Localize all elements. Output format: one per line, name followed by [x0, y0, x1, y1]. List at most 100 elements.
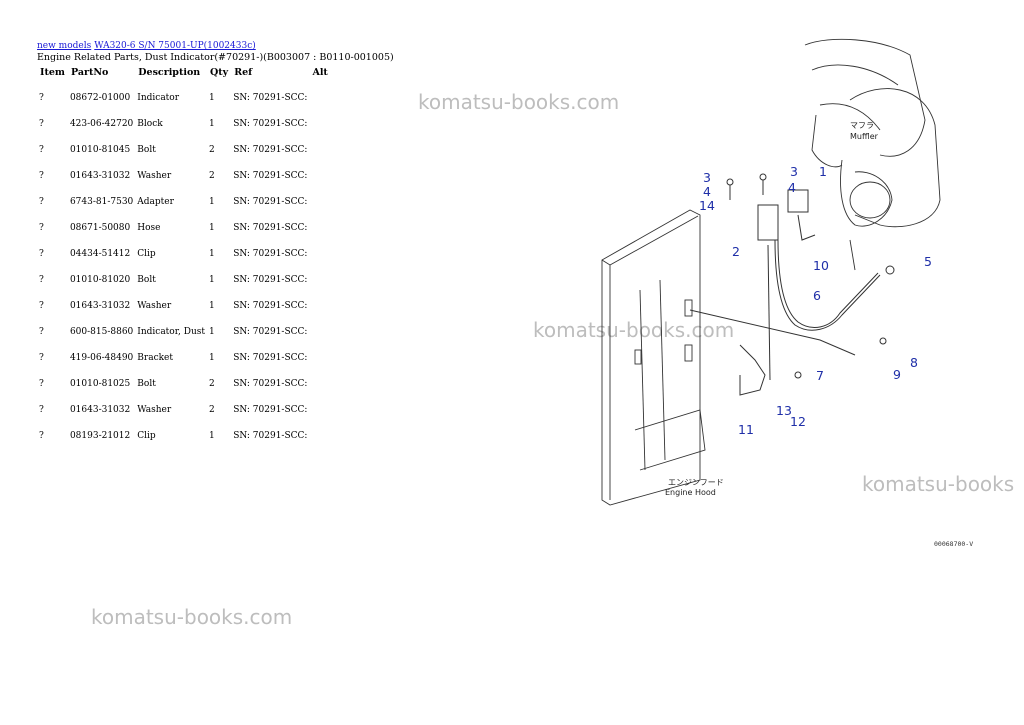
callout-9: 9	[893, 367, 901, 382]
cell-partno: 08193-21012	[69, 431, 131, 441]
cell-partno: 01010-81020	[69, 275, 131, 285]
cell-item: ?	[39, 405, 44, 415]
cell-alt	[309, 85, 330, 111]
cell-description: Adapter	[137, 197, 174, 207]
cell-description: Clip	[137, 249, 156, 259]
muffler-en-label: Muffler	[850, 132, 879, 141]
cell-qty: 2	[209, 145, 215, 155]
header-alt: Alt	[312, 67, 328, 78]
table-header-row: Item PartNo Description Qty Ref Alt	[37, 65, 331, 85]
cell-qty: 1	[209, 119, 215, 129]
cell-ref: SN: 70291-SCC:	[233, 404, 308, 415]
cell-ref: SN: 70291-SCC:	[233, 248, 308, 259]
cell-ref: SN: 70291-SCC:	[233, 378, 308, 389]
cell-partno: 419-06-48490	[69, 353, 134, 363]
callout-10: 10	[813, 258, 829, 273]
cell-item: ?	[39, 119, 44, 129]
header-description: Description	[138, 67, 201, 78]
muffler-jp-label: マフラ	[850, 121, 874, 130]
parts-panel: new models WA320-6 S/N 75001-UP(1002433c…	[37, 40, 394, 449]
cell-item: ?	[39, 197, 44, 207]
watermark: komatsu-books.com	[91, 605, 293, 629]
callout-13: 13	[776, 403, 792, 418]
cell-partno: 6743-81-7530	[69, 197, 134, 207]
header-ref: Ref	[234, 67, 253, 78]
callout-4: 4	[703, 184, 711, 199]
cell-partno: 600-815-8860	[69, 327, 134, 337]
callout-5: 5	[924, 254, 932, 269]
cell-alt	[309, 111, 330, 137]
cell-qty: 1	[209, 249, 215, 259]
callout-8: 8	[910, 355, 918, 370]
cell-description: Block	[137, 119, 163, 129]
cell-ref: SN: 70291-SCC:	[233, 118, 308, 129]
table-row: ? 01643-31032 Washer 2 SN: 70291-SCC:	[37, 397, 331, 423]
cell-qty: 2	[209, 405, 215, 415]
breadcrumb-link-new-models[interactable]: new models	[37, 41, 92, 51]
callout-2: 2	[732, 244, 740, 259]
cell-item: ?	[39, 93, 44, 103]
cell-ref: SN: 70291-SCC:	[233, 300, 308, 311]
cell-ref: SN: 70291-SCC:	[233, 352, 308, 363]
page-title: Engine Related Parts, Dust Indicator(#70…	[37, 52, 394, 63]
cell-ref: SN: 70291-SCC:	[233, 326, 308, 337]
callout-12: 12	[790, 414, 806, 429]
cell-description: Indicator	[137, 93, 180, 103]
cell-item: ?	[39, 223, 44, 233]
cell-qty: 1	[209, 275, 215, 285]
hose-assembly	[689, 173, 895, 396]
cell-description: Bolt	[137, 379, 156, 389]
cell-description: Clip	[137, 431, 156, 441]
watermark: komatsu-books	[862, 472, 1015, 496]
cell-partno: 04434-51412	[69, 249, 131, 259]
callout-6: 6	[813, 288, 821, 303]
cell-partno: 08672-01000	[69, 93, 131, 103]
callout-7: 7	[816, 368, 824, 383]
header-item: Item	[40, 67, 65, 78]
cell-item: ?	[39, 327, 44, 337]
cell-qty: 1	[209, 431, 215, 441]
cell-ref: SN: 70291-SCC:	[233, 170, 308, 181]
hood-en-label: Engine Hood	[665, 488, 716, 497]
cell-qty: 1	[209, 197, 215, 207]
cell-partno: 01010-81025	[69, 379, 131, 389]
block	[757, 204, 779, 241]
cell-description: Washer	[137, 171, 172, 181]
cell-description: Bolt	[137, 275, 156, 285]
indicator	[787, 189, 809, 213]
cell-partno: 01643-31032	[69, 171, 131, 181]
cell-alt	[309, 137, 330, 163]
breadcrumb-link-model[interactable]: WA320-6 S/N 75001-UP(1002433c)	[94, 41, 256, 51]
cell-qty: 1	[209, 223, 215, 233]
cell-item: ?	[39, 301, 44, 311]
cell-alt	[309, 319, 330, 345]
header-qty: Qty	[210, 67, 229, 78]
cell-alt	[309, 293, 330, 319]
cell-partno: 08671-50080	[69, 223, 131, 233]
breadcrumb: new models WA320-6 S/N 75001-UP(1002433c…	[37, 40, 377, 52]
table-row: ? 04434-51412 Clip 1 SN: 70291-SCC:	[37, 241, 331, 267]
cell-partno: 423-06-42720	[69, 119, 134, 129]
hood-jp-label: エンジンフード	[668, 478, 724, 487]
cell-ref: SN: 70291-SCC:	[233, 274, 308, 285]
cell-alt	[309, 241, 330, 267]
parts-diagram: マフラ Muffler エンジンフード Engine Hood 1 2 3 3	[601, 38, 941, 506]
cell-alt	[309, 397, 330, 423]
callout-11: 11	[738, 422, 754, 437]
cell-alt	[309, 345, 330, 371]
cell-qty: 1	[209, 93, 215, 103]
cell-description: Washer	[137, 405, 172, 415]
callout-3: 3	[703, 170, 711, 185]
cell-partno: 01643-31032	[69, 405, 131, 415]
cell-qty: 1	[209, 301, 215, 311]
cell-item: ?	[39, 249, 44, 259]
cell-item: ?	[39, 275, 44, 285]
